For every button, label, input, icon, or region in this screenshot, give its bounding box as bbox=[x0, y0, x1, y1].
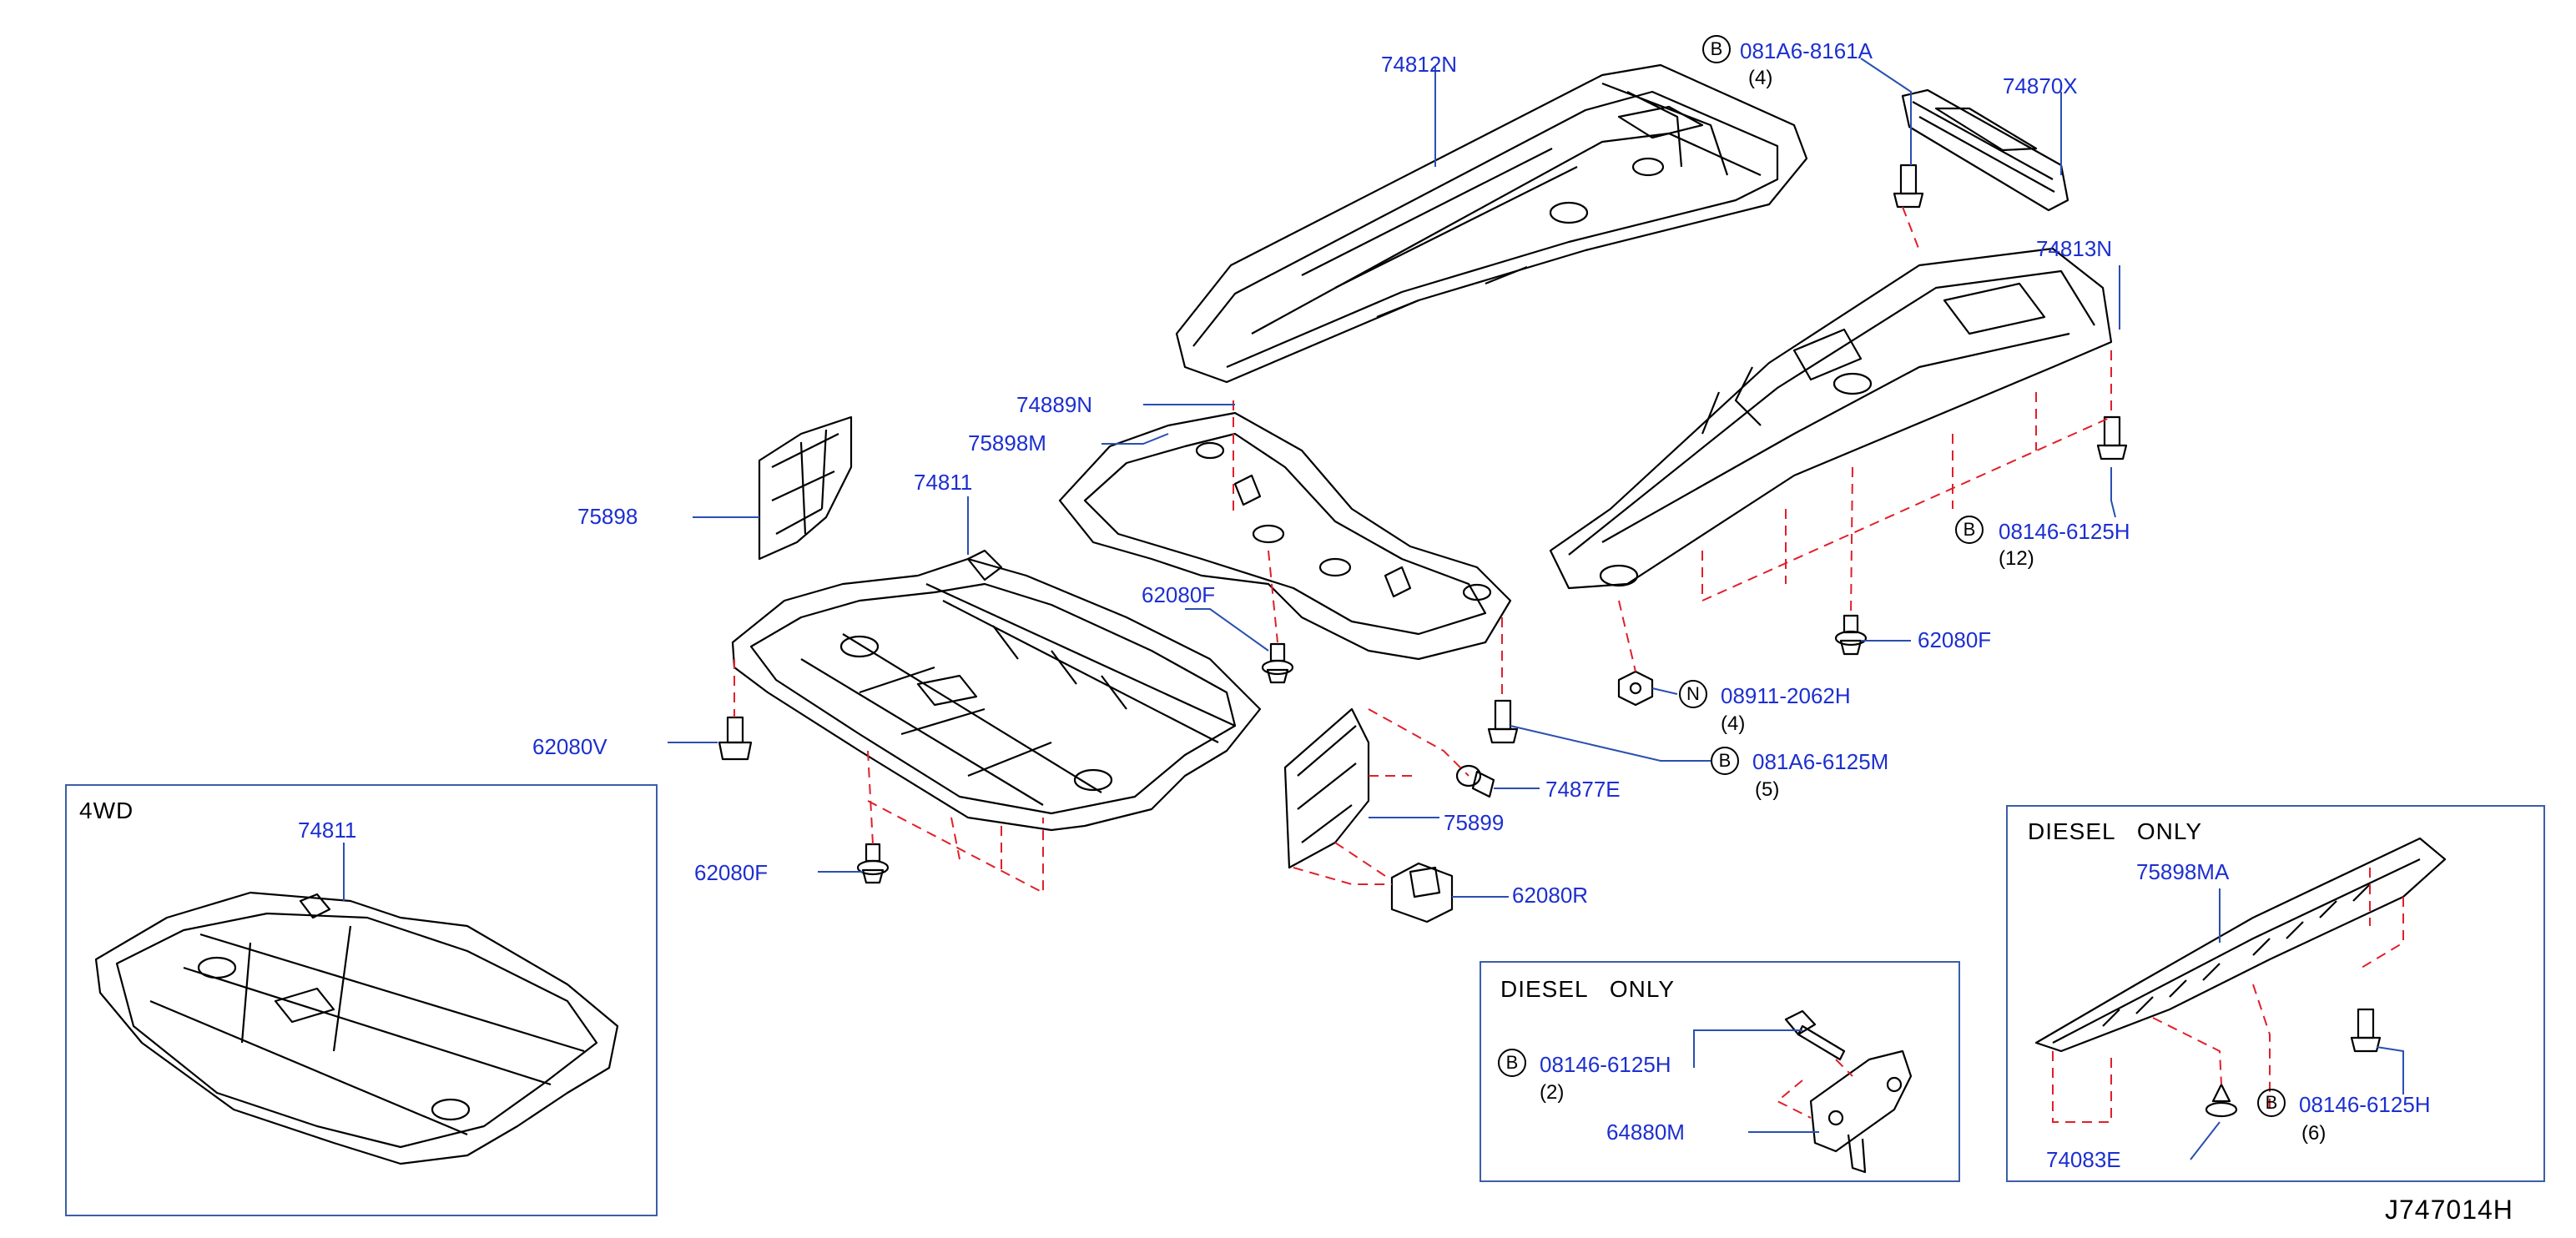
qty-08146-6125H-diesel-right: (6) bbox=[2301, 1122, 2326, 1145]
box-diesel-mid bbox=[1480, 961, 1960, 1182]
label-75898[interactable]: 75898 bbox=[577, 504, 638, 529]
frame-75898M[interactable] bbox=[1058, 411, 1512, 661]
badge-n-08911-2062H: N bbox=[1679, 680, 1707, 708]
badge-b-08146-6125H-diesel: B bbox=[1498, 1049, 1526, 1077]
qty-081A6-8161A: (4) bbox=[1748, 67, 1773, 89]
badge-b-08146-6125H: B bbox=[1955, 516, 1984, 544]
clip-62080V[interactable] bbox=[718, 716, 753, 761]
undercover-74811[interactable] bbox=[731, 549, 1262, 832]
label-62080F-mid[interactable]: 62080F bbox=[1142, 582, 1216, 607]
box-diesel-mid-title: DIESEL ONLY bbox=[1500, 976, 1676, 1002]
label-08911-2062H[interactable]: 08911-2062H bbox=[1721, 683, 1851, 708]
label-08146-6125H[interactable]: 08146-6125H bbox=[1999, 519, 2130, 544]
qty-08911-2062H: (4) bbox=[1721, 712, 1746, 735]
label-74889N[interactable]: 74889N bbox=[1016, 392, 1093, 417]
bolt-08146-6125H[interactable] bbox=[2096, 415, 2128, 460]
deflector-75898[interactable] bbox=[758, 415, 853, 561]
badge-b-081A6-8161A: B bbox=[1702, 35, 1731, 63]
label-74877E[interactable]: 74877E bbox=[1545, 777, 1621, 802]
clip-62080F-mid[interactable] bbox=[1261, 642, 1294, 684]
deflector-75899[interactable] bbox=[1283, 707, 1370, 869]
label-081A6-6125M[interactable]: 081A6-6125M bbox=[1752, 749, 1889, 774]
qty-08146-6125H: (12) bbox=[1999, 547, 2034, 570]
box-diesel-right bbox=[2006, 805, 2545, 1182]
undercover-74813N[interactable] bbox=[1549, 247, 2113, 590]
qty-081A6-6125M: (5) bbox=[1755, 778, 1780, 801]
box-4wd-title: 4WD bbox=[79, 798, 134, 823]
label-62080V[interactable]: 62080V bbox=[532, 734, 607, 759]
box-4wd bbox=[65, 784, 658, 1216]
bolt-08146-6125H-diesel-right[interactable] bbox=[2350, 1008, 2382, 1053]
label-74870X[interactable]: 74870X bbox=[2003, 73, 2078, 98]
label-62080R[interactable]: 62080R bbox=[1512, 883, 1589, 908]
bolt-081A6-6125M[interactable] bbox=[1487, 699, 1519, 744]
label-64880M[interactable]: 64880M bbox=[1606, 1120, 1685, 1145]
label-74812N[interactable]: 74812N bbox=[1381, 52, 1458, 77]
clip-62080F-right[interactable] bbox=[1834, 614, 1868, 656]
qty-08146-6125H-diesel: (2) bbox=[1540, 1081, 1565, 1104]
label-62080F-left[interactable]: 62080F bbox=[694, 860, 769, 885]
label-75898M[interactable]: 75898M bbox=[968, 430, 1046, 455]
label-75899[interactable]: 75899 bbox=[1444, 810, 1505, 835]
label-74083E[interactable]: 74083E bbox=[2046, 1147, 2121, 1172]
label-08146-6125H-diesel[interactable]: 08146-6125H bbox=[1540, 1052, 1671, 1077]
deflector-75898MA[interactable] bbox=[2034, 837, 2447, 1053]
clip-74877E[interactable] bbox=[1455, 764, 1495, 798]
label-74813N[interactable]: 74813N bbox=[2036, 236, 2113, 261]
label-74811[interactable]: 74811 bbox=[914, 470, 973, 495]
bolt-081A6-8161A[interactable] bbox=[1893, 164, 1924, 209]
bracket-74870X[interactable] bbox=[1901, 88, 2069, 212]
clip-74083E[interactable] bbox=[2205, 1083, 2238, 1118]
undercover-74811-4wd[interactable] bbox=[94, 891, 619, 1165]
bracket-64880M[interactable] bbox=[1809, 1049, 1913, 1174]
nut-08911-2062H[interactable] bbox=[1617, 670, 1654, 707]
label-74811-4wd[interactable]: 74811 bbox=[298, 818, 357, 843]
assembly-lines bbox=[733, 206, 2404, 1123]
label-08146-6125H-diesel-right[interactable]: 08146-6125H bbox=[2299, 1092, 2431, 1117]
leader-lines bbox=[343, 58, 2404, 1160]
clip-62080F-left[interactable] bbox=[856, 843, 890, 884]
badge-b-08146-6125H-diesel-right: B bbox=[2257, 1089, 2286, 1117]
undercover-74812N[interactable] bbox=[1175, 63, 1808, 384]
label-62080F-right[interactable]: 62080F bbox=[1918, 627, 1992, 652]
label-75898MA[interactable]: 75898MA bbox=[2136, 859, 2230, 884]
box-diesel-right-title: DIESEL ONLY bbox=[2028, 818, 2203, 844]
label-081A6-8161A[interactable]: 081A6-8161A bbox=[1740, 38, 1873, 63]
badge-b-081A6-6125M: B bbox=[1711, 747, 1739, 775]
clip-62080R[interactable] bbox=[1390, 862, 1454, 923]
diagram-code: J747014H bbox=[2385, 1195, 2513, 1225]
